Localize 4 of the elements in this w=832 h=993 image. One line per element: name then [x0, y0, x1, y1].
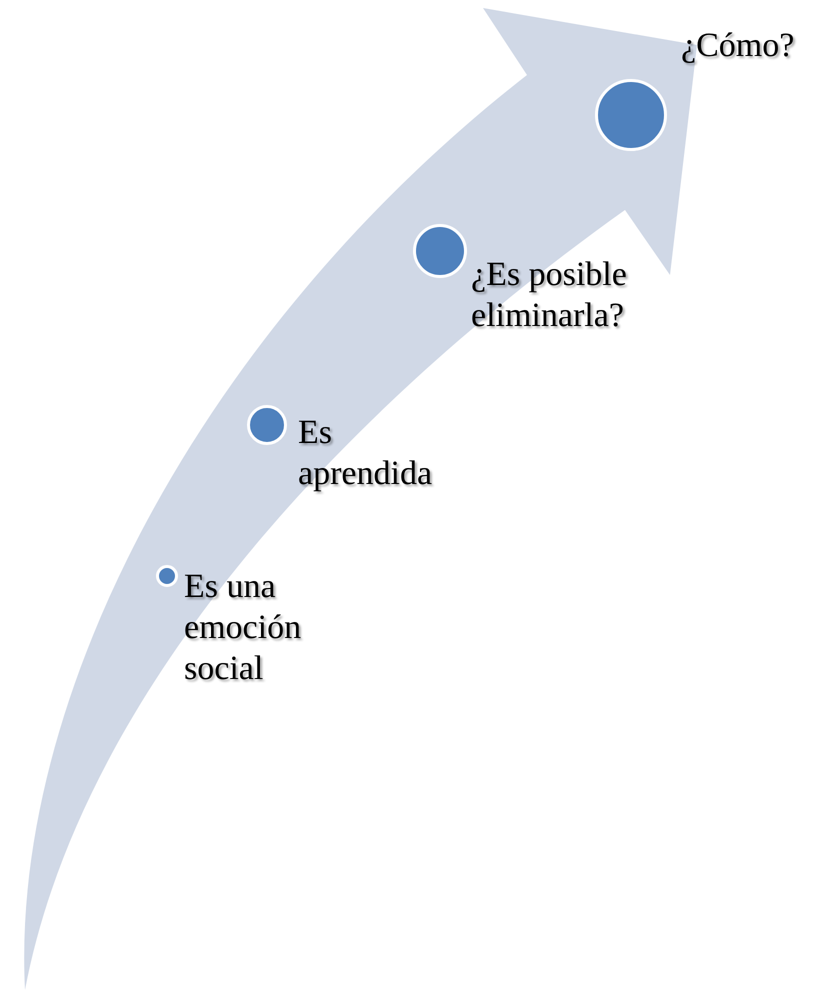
step-label: ¿Es posible eliminarla? — [471, 255, 628, 336]
step-label: Es aprendida — [298, 413, 434, 494]
step-label: Es una emoción social — [184, 567, 302, 689]
step-label: ¿Cómo? — [681, 26, 794, 66]
